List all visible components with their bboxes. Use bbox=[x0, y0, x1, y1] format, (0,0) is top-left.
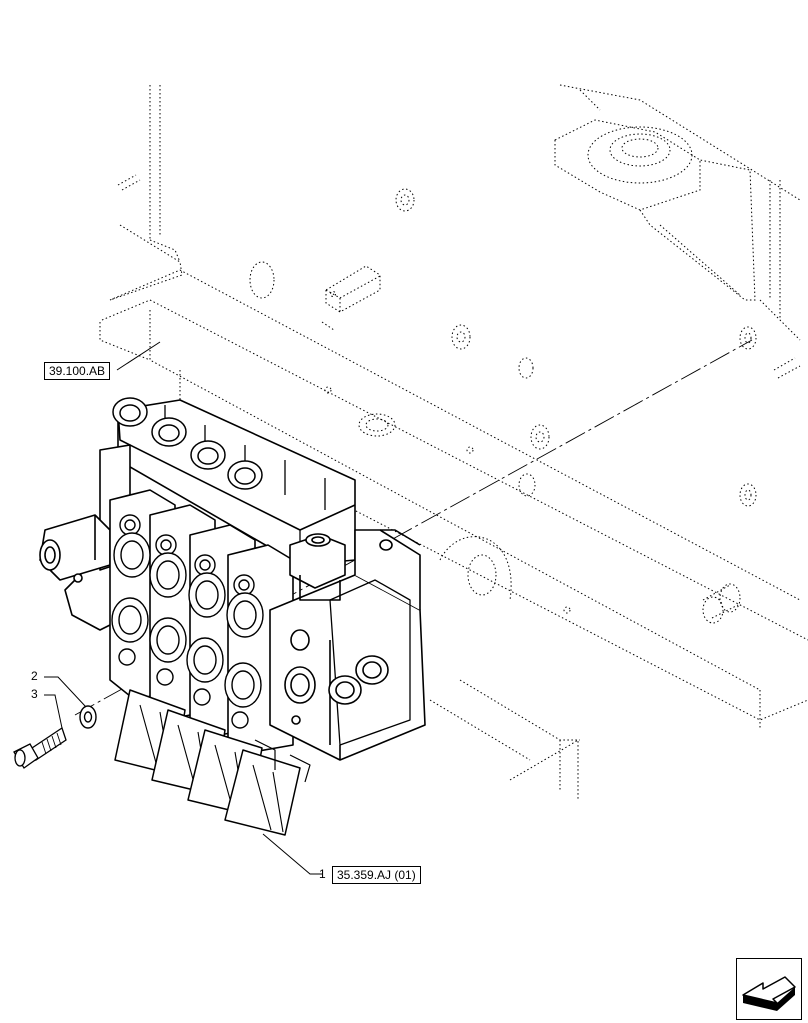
control-valve-assembly bbox=[39, 397, 426, 836]
center-axis-line bbox=[74, 339, 753, 716]
callout-item-3: 3 bbox=[31, 687, 38, 701]
washer-part bbox=[79, 705, 97, 729]
callout-item-1: 1 bbox=[319, 867, 326, 881]
background-frame bbox=[99, 84, 808, 800]
arrow-icon bbox=[742, 976, 796, 1011]
bolt-part bbox=[13, 726, 67, 769]
leader-lines bbox=[44, 341, 322, 875]
frame-reference-box[interactable]: 39.100.AB bbox=[44, 362, 111, 380]
valve-reference-box[interactable]: 35.359.AJ (01) bbox=[332, 866, 421, 884]
exploded-parts-diagram bbox=[13, 84, 808, 875]
next-page-arrow-icon[interactable] bbox=[736, 958, 802, 1020]
callout-item-2: 2 bbox=[31, 669, 38, 683]
